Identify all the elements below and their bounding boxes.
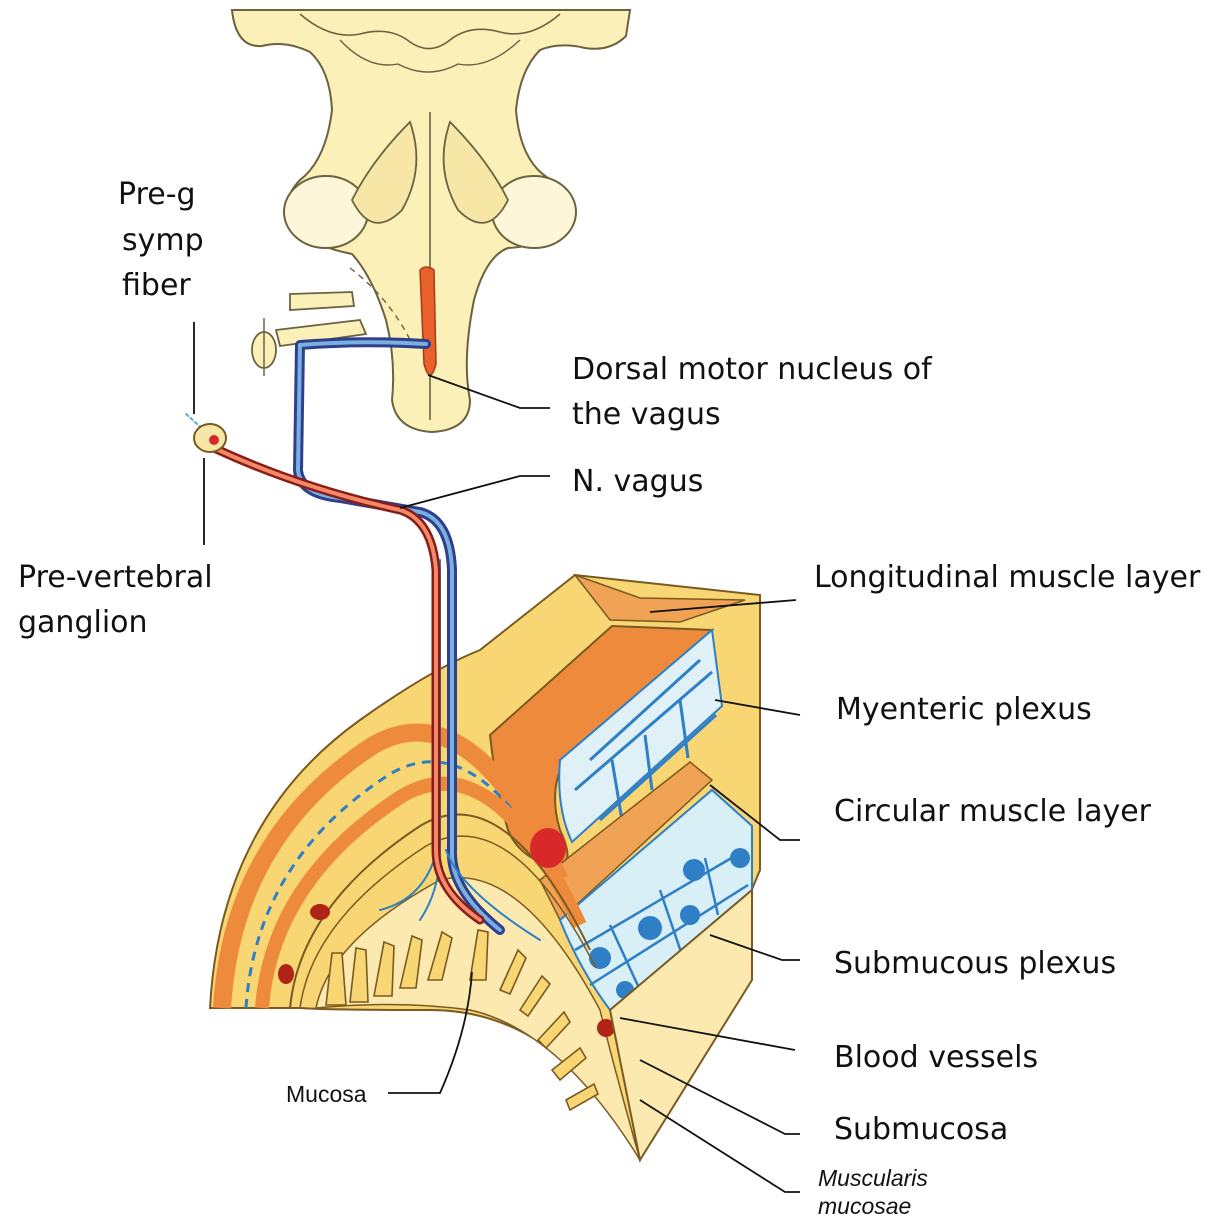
gut-wall	[210, 575, 760, 1160]
label-dorsal-motor-line2: the vagus	[572, 393, 721, 437]
label-myenteric-plexus: Myenteric plexus	[836, 688, 1092, 732]
label-prevertebral-line1: Pre-vertebral	[18, 556, 213, 600]
label-n-vagus: N. vagus	[572, 460, 703, 504]
label-submucous-plexus: Submucous plexus	[834, 942, 1116, 986]
label-preg-line2: symp	[122, 219, 204, 263]
label-prevertebral-line2: ganglion	[18, 601, 148, 645]
label-blood-vessels: Blood vessels	[834, 1036, 1038, 1080]
label-circular-muscle: Circular muscle layer	[834, 790, 1151, 834]
label-muscularis-line1: Muscularis	[818, 1164, 928, 1192]
label-preg-line1: Pre-g	[118, 173, 196, 217]
label-dorsal-motor-line1: Dorsal motor nucleus of	[572, 348, 932, 392]
prevertebral-ganglion	[194, 424, 226, 452]
label-submucosa: Submucosa	[834, 1108, 1008, 1152]
label-longitudinal-muscle: Longitudinal muscle layer	[814, 556, 1200, 600]
label-preg-line3: fiber	[122, 264, 191, 308]
label-mucosa: Mucosa	[286, 1080, 367, 1108]
label-muscularis-line2: mucosae	[818, 1192, 911, 1220]
